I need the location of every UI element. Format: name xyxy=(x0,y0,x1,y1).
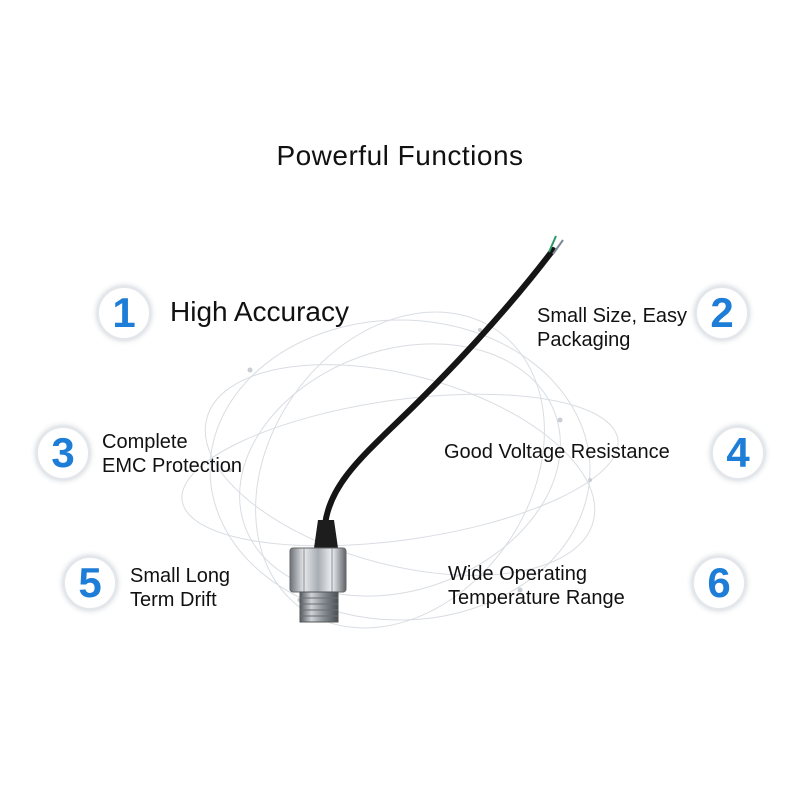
page-title: Powerful Functions xyxy=(276,140,524,171)
feature-label: Complete EMC Protection xyxy=(102,430,242,478)
feature-text-line1: Small Long xyxy=(130,565,231,587)
feature-number: 1 xyxy=(112,289,136,336)
feature-number: 3 xyxy=(51,429,75,476)
feature-text-line1: Complete xyxy=(102,431,188,453)
feature-number: 2 xyxy=(710,289,734,336)
feature-text: High Accuracy xyxy=(170,296,349,327)
feature-label: Small Long Term Drift xyxy=(130,564,230,612)
feature-number: 5 xyxy=(78,559,102,606)
feature-number: 6 xyxy=(707,559,731,606)
feature-text-line2: EMC Protection xyxy=(102,455,243,477)
feature-number-badge: 2 xyxy=(695,286,749,340)
feature-text-line2: Term Drift xyxy=(130,589,217,611)
feature-text: Good Voltage Resistance xyxy=(444,441,670,463)
feature-number-badge: 6 xyxy=(692,556,746,610)
feature-label: Small Size, Easy Packaging xyxy=(537,304,687,352)
feature-number-badge: 1 xyxy=(97,286,151,340)
feature-label: Wide Operating Temperature Range xyxy=(448,562,625,610)
feature-text-line1: Wide Operating xyxy=(448,563,587,585)
feature-number-badge: 5 xyxy=(63,556,117,610)
feature-number-badge: 4 xyxy=(711,426,765,480)
feature-text-line1: Small Size, Easy xyxy=(537,305,688,327)
feature-text-line2: Temperature Range xyxy=(448,587,625,609)
feature-text-line2: Packaging xyxy=(537,329,631,351)
feature-number: 4 xyxy=(726,429,750,476)
feature-label: Good Voltage Resistance xyxy=(444,440,670,464)
feature-label: High Accuracy xyxy=(170,296,349,328)
feature-number-badge: 3 xyxy=(36,426,90,480)
